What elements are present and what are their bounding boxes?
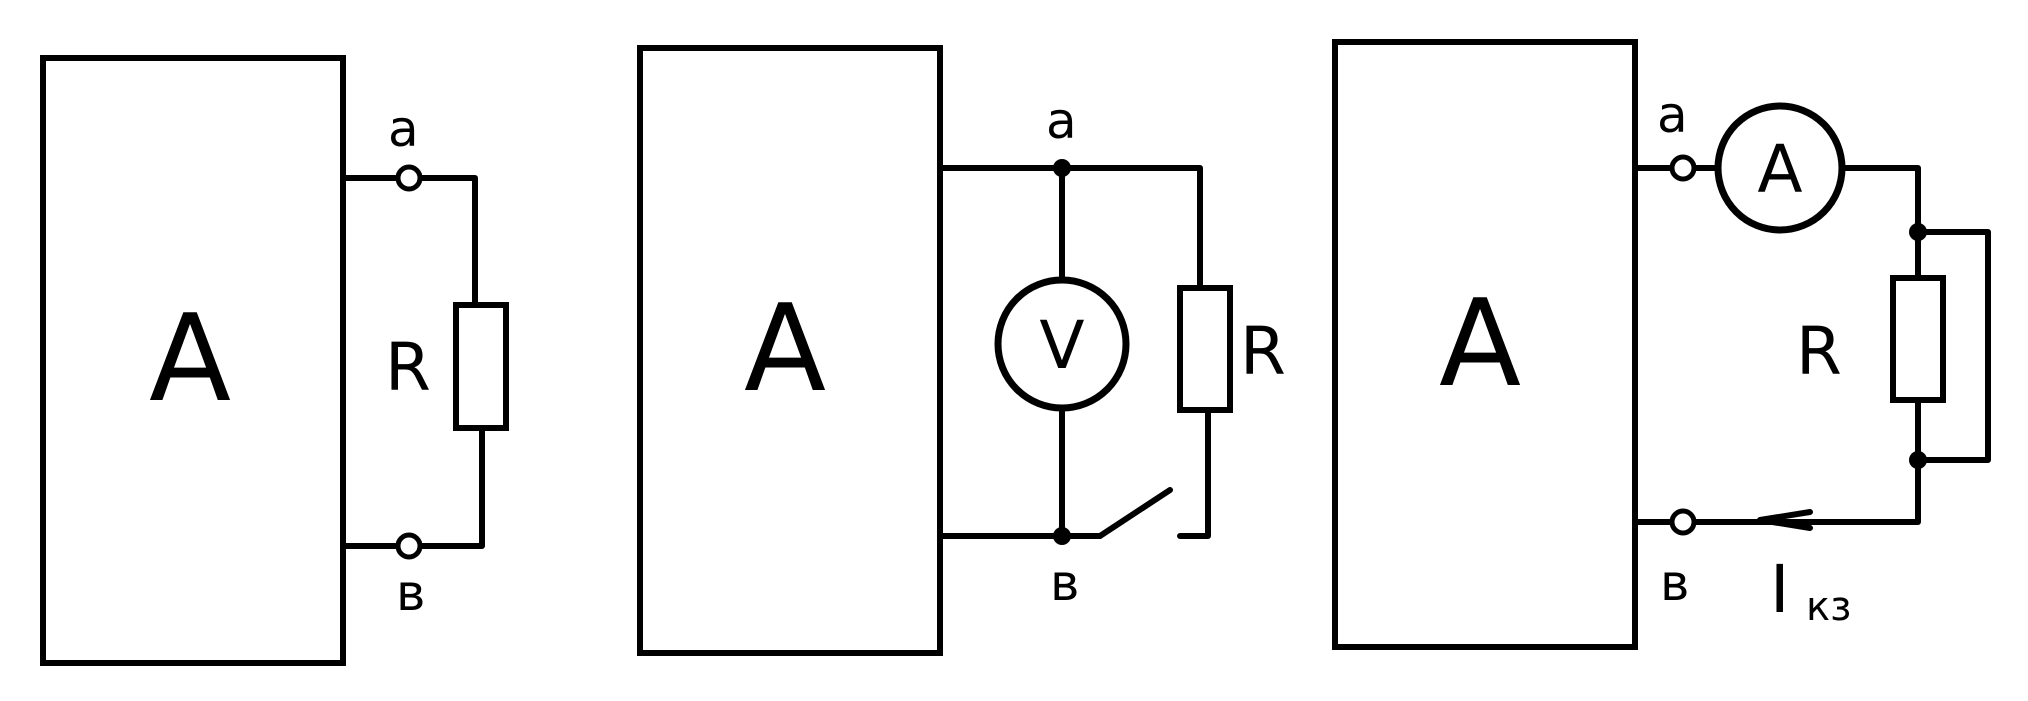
terminal-b-label-2: в xyxy=(1050,554,1079,612)
terminal-a-3 xyxy=(1669,154,1697,182)
network-label-1: A xyxy=(149,290,231,429)
resistor-2 xyxy=(1177,285,1233,413)
wire-ammeter-out xyxy=(1839,165,1921,235)
terminal-b-label-3: в xyxy=(1660,554,1689,612)
terminal-b-3 xyxy=(1669,508,1697,536)
wire-top-2 xyxy=(937,165,1203,291)
terminal-b-label-1: в xyxy=(396,564,425,622)
wire-switch-return xyxy=(1177,407,1211,539)
switch-blade xyxy=(1097,487,1173,539)
resistor-label-1: R xyxy=(385,329,431,406)
network-box-3 xyxy=(1332,39,1638,650)
node-top-3 xyxy=(1909,223,1927,241)
wire-top-1 xyxy=(340,175,478,308)
diagram-1-loaded-network: A R a в xyxy=(40,55,509,666)
resistor-3 xyxy=(1890,275,1946,403)
terminal-a-label-3: a xyxy=(1657,86,1688,144)
current-arrow xyxy=(1757,509,1813,531)
terminal-b-1 xyxy=(395,532,423,560)
diagram-3-short-circuit-current: A A R a в I кз xyxy=(1332,39,1991,650)
ammeter-label: A xyxy=(1757,131,1802,208)
node-b-2 xyxy=(1053,527,1071,545)
current-subscript: кз xyxy=(1806,584,1851,630)
terminal-a-1 xyxy=(395,164,423,192)
node-bottom-3 xyxy=(1909,451,1927,469)
resistor-label-3: R xyxy=(1796,313,1842,390)
resistor-label-2: R xyxy=(1240,313,1286,390)
voltmeter xyxy=(994,276,1130,412)
network-label-3: A xyxy=(1439,275,1521,414)
wire-bottom-1 xyxy=(340,425,485,549)
diagram-2-open-circuit-voltage: A V R a в xyxy=(637,45,1286,656)
terminal-a-label-1: a xyxy=(388,100,419,158)
terminal-a-label-2: a xyxy=(1046,92,1077,150)
resistor-1 xyxy=(453,302,509,431)
node-a-2 xyxy=(1053,159,1071,177)
network-label-2: A xyxy=(744,280,826,419)
network-box-1 xyxy=(40,55,346,666)
network-box-2 xyxy=(637,45,943,656)
current-label: I xyxy=(1770,551,1789,628)
voltmeter-label: V xyxy=(1039,307,1084,384)
short-circuit-bypass xyxy=(1915,229,1991,463)
